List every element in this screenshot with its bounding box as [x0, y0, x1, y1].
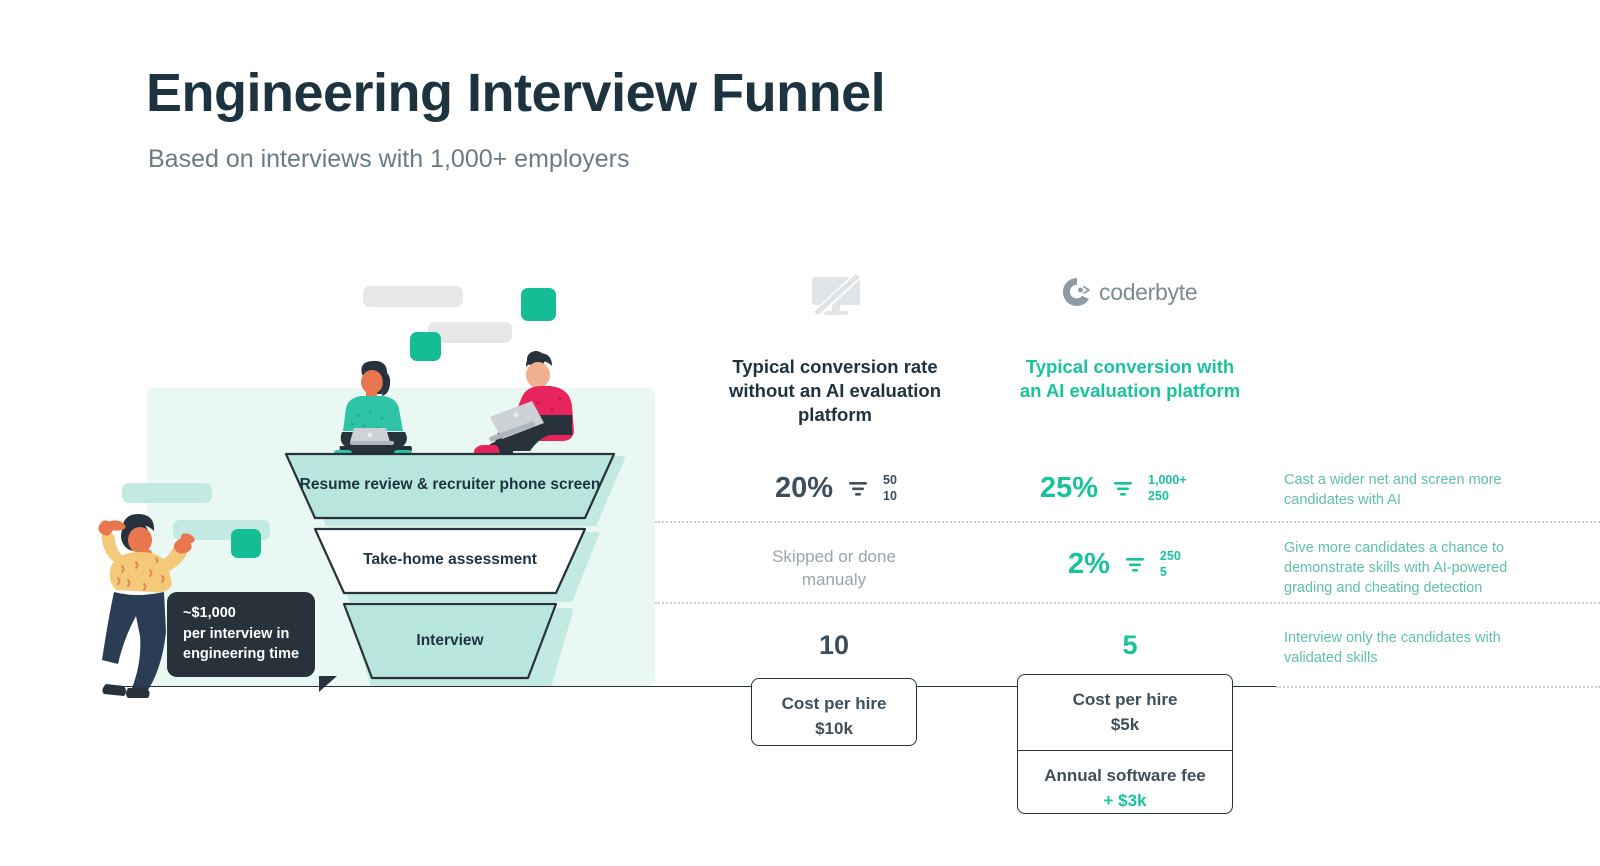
tooltip-line-3: engineering time	[183, 646, 300, 663]
metric-without-row1-pct: 20%	[775, 472, 834, 504]
ratio-to: 5	[1159, 564, 1167, 579]
metric-without-row1-ratio: 50 10	[883, 473, 897, 504]
metric-without-row1: 20% 50 10	[775, 472, 897, 505]
metric-with-row2: 2% 250 5	[1068, 548, 1181, 581]
metric-without-row3: 10	[818, 630, 850, 660]
coderbyte-logo: coderbyte	[1060, 275, 1198, 309]
funnel-stage-3-label: Interview	[416, 632, 484, 650]
row-separator-1	[655, 521, 1600, 523]
ratio-to: 10	[883, 488, 897, 503]
annotation-row1: Cast a wider net and screen more candida…	[1284, 472, 1502, 508]
cost-without-row: Cost per hire $10k	[752, 679, 916, 754]
metric-with-row3: 5	[1122, 630, 1138, 660]
decorative-block-mint-1	[122, 483, 212, 503]
decorative-block-grey-2	[428, 322, 512, 343]
engineering-cost-tooltip: ~$1,000 per interview in engineering tim…	[167, 592, 338, 692]
cost-box-with[interactable]: Cost per hire $5k Annual software fee + …	[1017, 674, 1233, 814]
cost-box-without[interactable]: Cost per hire $10k	[751, 678, 917, 746]
funnel-icon	[1114, 481, 1133, 496]
metric-with-row1-ratio: 1,000+ 250	[1148, 473, 1187, 504]
annotation-row3: Interview only the candidates with valid…	[1284, 630, 1501, 666]
cost-without-value: $10k	[815, 718, 853, 738]
funnel-stage-1[interactable]: Resume review & recruiter phone screen	[280, 450, 620, 520]
metric-with-row1-pct: 25%	[1040, 472, 1099, 504]
metric-with-row1: 25% 1,000+ 250	[1040, 472, 1187, 505]
column-header-without: Typical conversion rate without an AI ev…	[728, 356, 942, 426]
decorative-block-teal-1	[521, 288, 556, 321]
illustration-person-seated-left	[334, 360, 412, 456]
decorative-block-teal-3	[231, 529, 261, 558]
tooltip-line-1: ~$1,000	[183, 605, 236, 621]
coderbyte-wordmark: coderbyte	[1099, 278, 1198, 305]
cost-with-row: Cost per hire $5k	[1018, 675, 1232, 750]
decorative-block-grey-1	[363, 286, 463, 307]
ratio-from: 1,000+	[1148, 472, 1187, 487]
monitor-slash-icon	[812, 273, 861, 317]
page-title: Engineering Interview Funnel	[146, 63, 886, 123]
ratio-from: 250	[1159, 548, 1181, 563]
metric-with-row2-pct: 2%	[1068, 548, 1110, 580]
funnel-baseline	[118, 686, 1276, 687]
coderbyte-mark-icon	[1062, 277, 1090, 306]
funnel-stage-2-label: Take-home assessment	[363, 551, 537, 569]
funnel-stage-3[interactable]: Interview	[280, 600, 620, 682]
cost-with-value: $5k	[1110, 714, 1140, 734]
ratio-from: 50	[883, 472, 897, 487]
funnel-icon	[849, 481, 868, 496]
metric-with-row2-ratio: 250 5	[1160, 549, 1181, 580]
funnel-stage-2[interactable]: Take-home assessment	[280, 525, 620, 595]
row-separator-2	[655, 602, 1600, 604]
software-fee-row: Annual software fee + $3k	[1018, 750, 1232, 826]
row-separator-3	[1276, 686, 1600, 688]
annotation-row2: Give more candidates a chance to demonst…	[1284, 540, 1508, 596]
funnel-icon	[1125, 557, 1144, 572]
software-fee-label: Annual software fee	[1044, 766, 1206, 786]
software-fee-value: + $3k	[1103, 790, 1147, 810]
ratio-to: 250	[1148, 488, 1169, 503]
column-header-with: Typical conversion with an AI evaluation…	[1019, 356, 1241, 402]
metric-without-row2: Skipped or done manualy	[772, 547, 896, 589]
funnel-stage-1-label: Resume review & recruiter phone screen	[299, 476, 601, 494]
cost-with-label: Cost per hire	[1072, 690, 1178, 709]
tooltip-line-2: per interview in	[183, 625, 290, 642]
interview-funnel: Resume review & recruiter phone screen T…	[280, 450, 626, 686]
illustration-person-standing-left	[98, 514, 195, 698]
cost-without-label: Cost per hire	[781, 694, 887, 713]
illustration-person-seated-right	[474, 351, 574, 457]
page-subtitle: Based on interviews with 1,000+ employer…	[148, 145, 630, 173]
decorative-block-teal-2	[410, 332, 441, 361]
